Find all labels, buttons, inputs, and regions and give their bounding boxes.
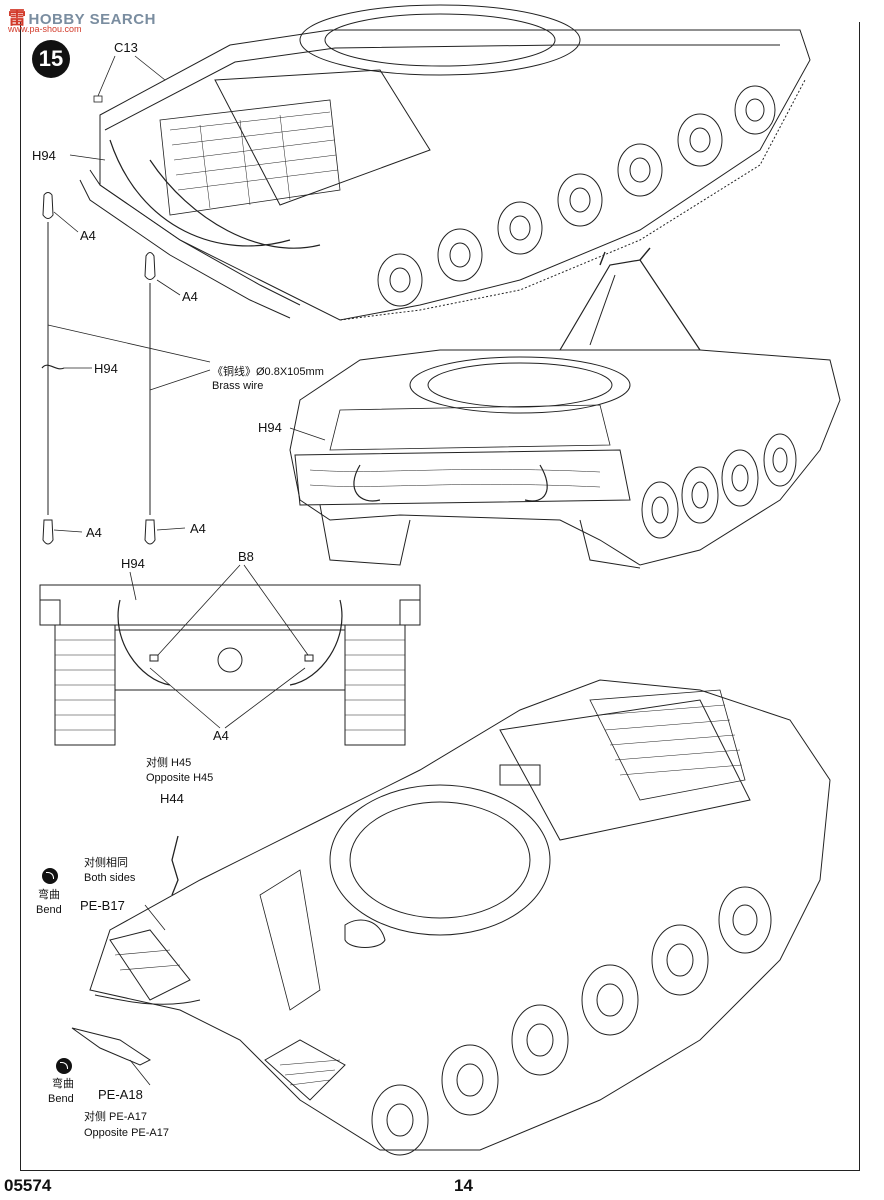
- label-opposite-pe-a17-cn: 对侧 PE-A17: [84, 1111, 147, 1123]
- tank-rear-straight-view: [39, 584, 421, 746]
- page-number: 14: [454, 1176, 473, 1195]
- label-pe-a18: PE-A18: [98, 1087, 143, 1102]
- label-a4-2: A4: [182, 289, 198, 304]
- label-h44: H44: [160, 791, 184, 806]
- label-both-sides-cn: 对侧相同: [84, 857, 128, 869]
- tow-cable-part: [41, 192, 156, 545]
- label-bend2-cn: 弯曲: [52, 1078, 74, 1090]
- page-frame: [20, 22, 860, 1171]
- label-bend1-en: Bend: [36, 904, 62, 916]
- label-opposite-pe-a17-en: Opposite PE-A17: [84, 1127, 169, 1139]
- kit-code: 05574: [4, 1176, 52, 1195]
- leader-lines-bottom: [129, 904, 166, 1086]
- bend-icon: [56, 1058, 72, 1074]
- label-b8: B8: [238, 549, 254, 564]
- tank-rear-view: [289, 247, 841, 569]
- label-a4-bottomview: A4: [213, 728, 229, 743]
- label-c13: C13: [114, 40, 138, 55]
- label-a4-3: A4: [86, 525, 102, 540]
- label-brass-wire-en: Brass wire: [212, 380, 264, 392]
- label-pe-b17: PE-B17: [80, 898, 125, 913]
- label-a4-1: A4: [80, 228, 96, 243]
- label-h94-rear: H94: [258, 420, 282, 435]
- label-both-sides-en: Both sides: [84, 872, 136, 884]
- watermark-url: www.pa-shou.com: [8, 24, 82, 34]
- leader-lines-top: [47, 55, 211, 533]
- leader-lines-middle: [129, 564, 309, 729]
- label-h94-bottomview: H94: [121, 556, 145, 571]
- tank-bottom-view: [71, 679, 831, 1156]
- label-brass-wire-cn: 《铜线》Ø0.8X105mm: [212, 366, 324, 378]
- label-opposite-h45-cn: 对侧 H45: [146, 757, 192, 769]
- label-h94-mid: H94: [94, 361, 118, 376]
- label-a4-4: A4: [190, 521, 206, 536]
- tank-top-view: [79, 4, 811, 321]
- label-bend2-en: Bend: [48, 1093, 74, 1105]
- step-number-badge: 15: [32, 40, 70, 78]
- label-bend1-cn: 弯曲: [38, 889, 60, 901]
- label-opposite-h45-en: Opposite H45: [146, 772, 214, 784]
- label-h94-top: H94: [32, 148, 56, 163]
- bend-icon: [42, 868, 58, 884]
